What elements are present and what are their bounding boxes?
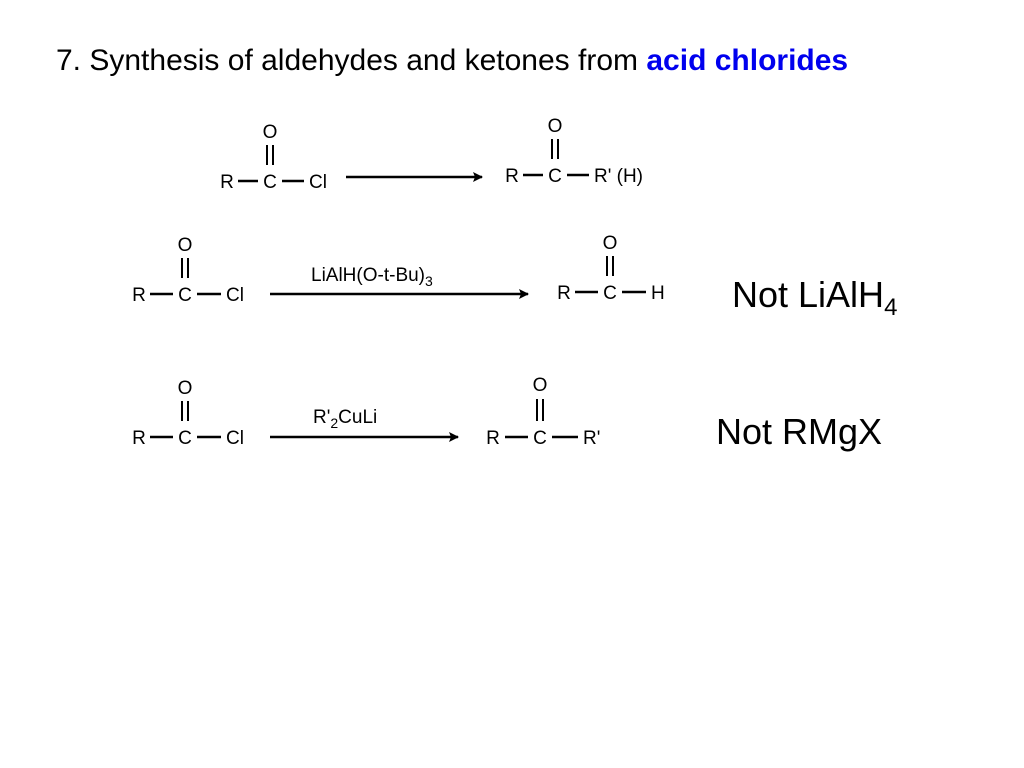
reaction-1-reactant: O C R Cl xyxy=(220,122,327,193)
reaction-3: O C R Cl R'2CuLi O C R R' Not RMgX xyxy=(132,375,882,452)
chlorine-label: Cl xyxy=(226,428,244,449)
oxygen-label: O xyxy=(178,235,193,256)
oxygen-label: O xyxy=(548,116,563,137)
reaction-2-product: O C R H xyxy=(557,233,665,304)
r-group-label: R xyxy=(486,428,500,449)
r-prime-label: R' xyxy=(583,428,600,449)
note-not-rmgx: Not RMgX xyxy=(716,411,882,452)
r-group-label: R xyxy=(132,285,146,306)
note-not-lialh4: Not LiAlH4 xyxy=(732,274,897,321)
carbon-label: C xyxy=(178,285,192,306)
oxygen-label: O xyxy=(263,122,278,143)
hydrogen-label: H xyxy=(651,283,665,304)
title-prefix: 7. Synthesis of aldehydes and ketones fr… xyxy=(56,44,647,77)
reagent-tail: CuLi xyxy=(338,407,377,428)
reagent-text: LiAlH(O-t-Bu) xyxy=(311,265,425,286)
reaction-2: O C R Cl LiAlH(O-t-Bu)3 O C R H Not LiAl… xyxy=(132,233,897,321)
reaction-3-reactant: O C R Cl xyxy=(132,378,244,449)
substituent-label: R' (H) xyxy=(594,166,643,187)
carbon-label: C xyxy=(263,172,277,193)
r-group-label: R xyxy=(132,428,146,449)
reagent-subscript: 2 xyxy=(330,415,338,431)
r-group-label: R xyxy=(220,172,234,193)
note-subscript: 4 xyxy=(884,294,897,321)
carbon-label: C xyxy=(603,283,617,304)
reaction-3-product: O C R R' xyxy=(486,375,600,449)
reagent-subscript: 3 xyxy=(425,273,433,289)
reagent-label: LiAlH(O-t-Bu)3 xyxy=(311,265,433,289)
title-highlight: acid chlorides xyxy=(646,44,849,77)
note-text: Not RMgX xyxy=(716,411,882,452)
r-group-label: R xyxy=(505,166,519,187)
carbon-label: C xyxy=(533,428,547,449)
chlorine-label: Cl xyxy=(226,285,244,306)
chlorine-label: Cl xyxy=(309,172,327,193)
slide-title: 7. Synthesis of aldehydes and ketones fr… xyxy=(56,44,848,78)
reaction-2-reactant: O C R Cl xyxy=(132,235,244,306)
note-text: Not LiAlH xyxy=(732,274,884,315)
reagent-label: R'2CuLi xyxy=(313,407,377,431)
reagent-text: R' xyxy=(313,407,330,428)
reaction-1-product: O C R R' (H) xyxy=(505,116,643,187)
carbon-label: C xyxy=(178,428,192,449)
carbon-label: C xyxy=(548,166,562,187)
r-group-label: R xyxy=(557,283,571,304)
oxygen-label: O xyxy=(533,375,548,396)
oxygen-label: O xyxy=(178,378,193,399)
oxygen-label: O xyxy=(603,233,618,254)
reaction-1: O C R Cl O C R R' (H) xyxy=(220,116,643,193)
